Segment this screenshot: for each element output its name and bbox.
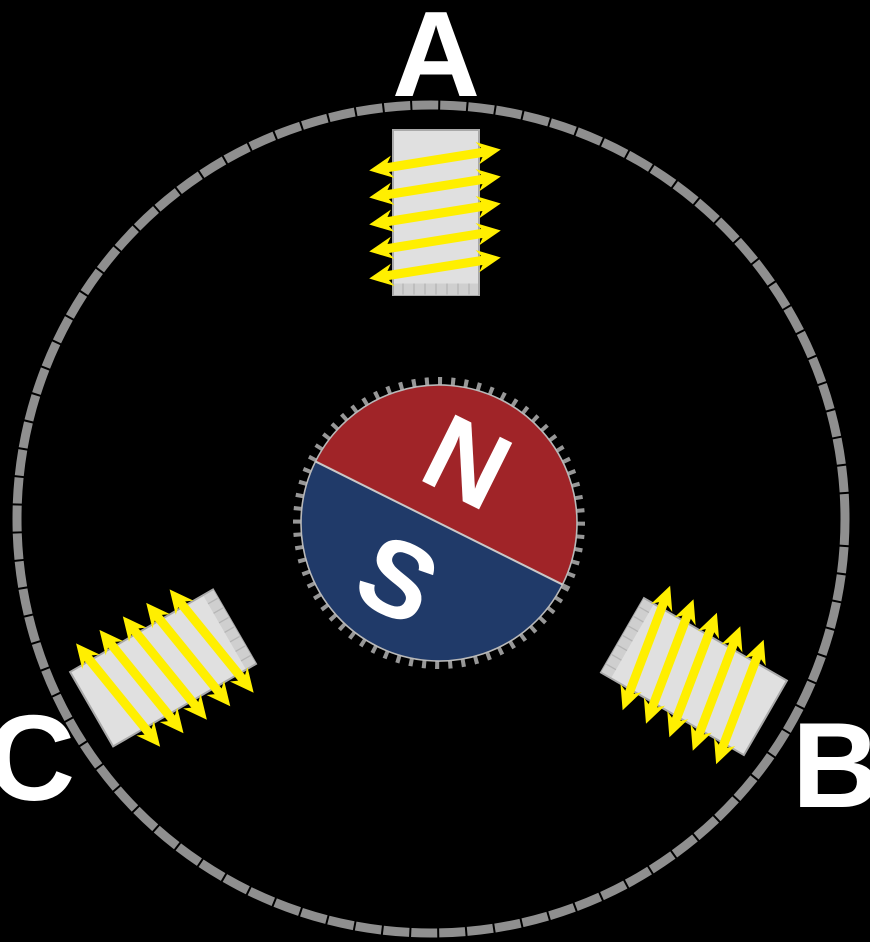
winding-turn	[369, 169, 501, 205]
phase-label-a: A	[392, 0, 480, 122]
phase-label-c: C	[0, 690, 75, 826]
coil-phase-b	[596, 589, 792, 763]
phase-label-b: B	[792, 697, 870, 833]
rotor: N S	[293, 377, 585, 669]
rotor-split-line	[315, 460, 563, 586]
coil-phase-c	[66, 582, 262, 756]
coil-phase-a	[369, 129, 501, 296]
rotor-north-half	[315, 385, 577, 585]
stator-circle	[12, 100, 850, 938]
coil-windings	[369, 142, 501, 286]
winding-turn	[369, 250, 501, 286]
rotor-south-half	[301, 461, 563, 661]
winding-turn	[369, 223, 501, 259]
winding-turn	[369, 142, 501, 178]
rotor-dash-ring	[293, 377, 585, 669]
winding-turn	[369, 196, 501, 232]
